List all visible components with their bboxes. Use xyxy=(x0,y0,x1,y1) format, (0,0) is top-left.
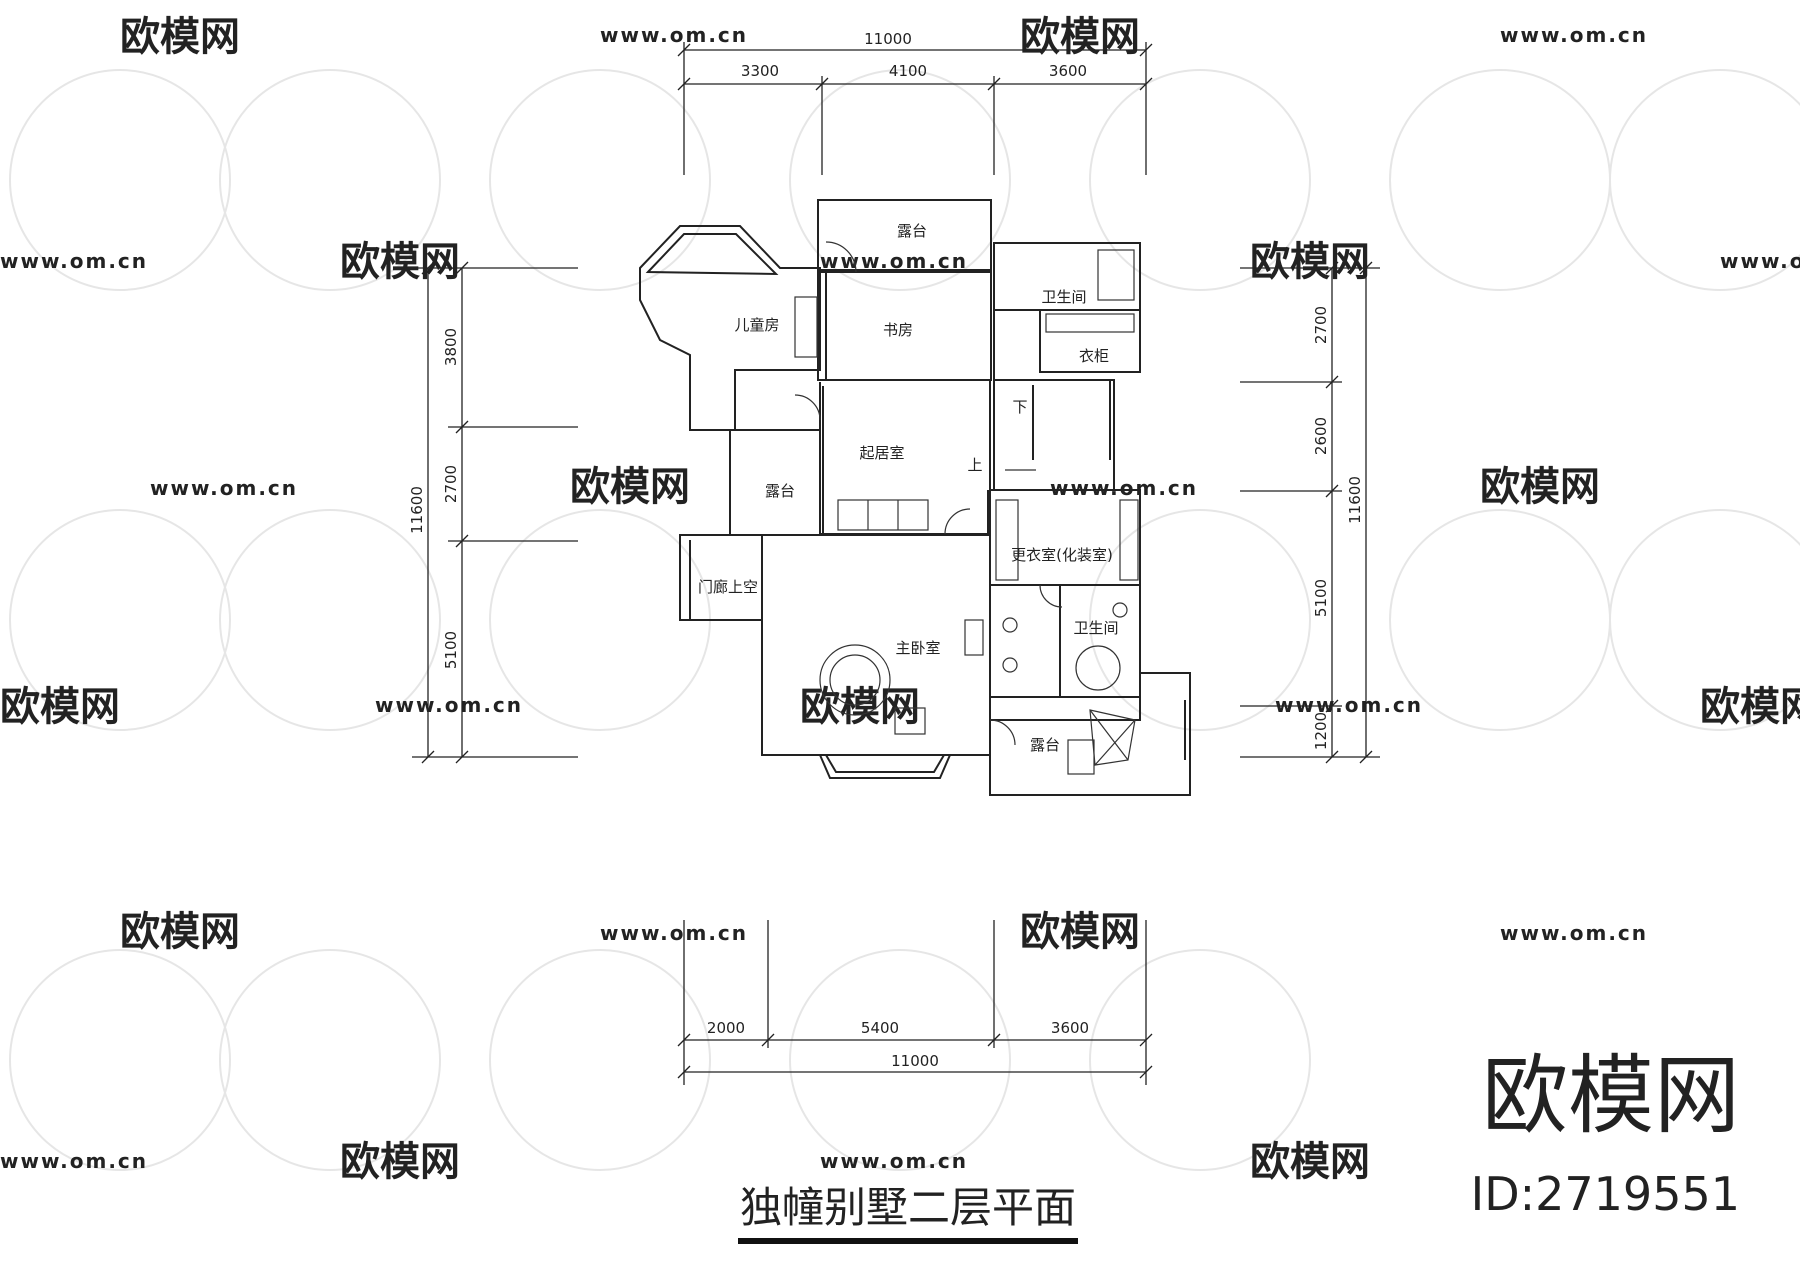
fixtures xyxy=(794,241,1139,775)
watermark-logo: 欧模网 xyxy=(1250,239,1370,285)
bathtub-icon xyxy=(1097,249,1135,301)
room-labels: 露台 书房 儿童房 卫生间 衣柜 起居室 下 上 露台 门廊上空 更衣室(化装室… xyxy=(698,222,1119,754)
watermark-logo: 欧模网 xyxy=(1480,464,1600,510)
room-label-porch-void: 门廊上空 xyxy=(698,578,758,596)
door-swing-icon xyxy=(944,508,971,535)
watermark-url: www.om.cn xyxy=(1720,249,1800,273)
stair-label-down: 下 xyxy=(1012,398,1027,416)
desk-icon xyxy=(964,619,984,656)
watermark-logo: 欧模网 xyxy=(120,14,240,60)
door-swing-icon xyxy=(989,719,1016,746)
dim-left-part: 5100 xyxy=(442,631,460,669)
closet-icon xyxy=(995,499,1019,581)
dim-top-part: 4100 xyxy=(889,62,927,80)
door-swing-icon xyxy=(1039,584,1063,608)
watermark-logo: 欧模网 xyxy=(120,909,240,955)
dim-bottom-part: 5400 xyxy=(861,1019,899,1037)
dim-top-total: 11000 xyxy=(864,30,912,48)
dim-right-part: 2600 xyxy=(1312,417,1330,455)
room-label-children-room: 儿童房 xyxy=(734,316,779,334)
watermark-url: www.om.cn xyxy=(0,1149,148,1173)
watermark-url: www.om.cn xyxy=(375,693,523,717)
dim-bottom-part: 3600 xyxy=(1051,1019,1089,1037)
watermark-url: www.om.cn xyxy=(1050,476,1198,500)
brand-id: ID:2719551 xyxy=(1471,1167,1740,1221)
dim-left-part: 2700 xyxy=(442,465,460,503)
watermark-logo: 欧模网 xyxy=(0,684,120,730)
dim-top-part: 3300 xyxy=(741,62,779,80)
room-label-study: 书房 xyxy=(883,321,913,339)
watermark-url: www.om.cn xyxy=(150,476,298,500)
dim-top-part: 3600 xyxy=(1049,62,1087,80)
dim-bottom-part: 2000 xyxy=(707,1019,745,1037)
watermark-url: www.om.cn xyxy=(1275,693,1423,717)
dimension-lines xyxy=(412,42,1380,1085)
lounge-chair-icon xyxy=(1067,739,1095,775)
dim-right-part: 2700 xyxy=(1312,306,1330,344)
title-underline xyxy=(738,1238,1078,1244)
watermark-url: www.om.cn xyxy=(820,1149,968,1173)
round-bed-icon xyxy=(819,644,891,716)
watermark-layer xyxy=(9,69,1800,1171)
dim-right-part: 1200 xyxy=(1312,712,1330,750)
room-label-living-room: 起居室 xyxy=(859,444,904,462)
watermark-logo: 欧模网 xyxy=(570,464,690,510)
stair-label-up: 上 xyxy=(967,456,982,474)
watermark-logo: 欧模网 xyxy=(1020,14,1140,60)
room-label-dressing-room: 更衣室(化装室) xyxy=(1011,546,1113,564)
watermark-logo: 欧模网 xyxy=(340,1139,460,1185)
jacuzzi-icon xyxy=(1075,645,1121,691)
watermark-logo: 欧模网 xyxy=(800,684,920,730)
basin-icon xyxy=(1002,617,1018,633)
watermark-texts: 欧模网 欧模网 欧模网 欧模网 欧模网 欧模网 欧模网 欧模网 欧模网 欧模网 … xyxy=(0,14,1800,1185)
watermark-logo: 欧模网 xyxy=(1250,1139,1370,1185)
closet-icon xyxy=(1119,499,1139,581)
room-label-terrace: 露台 xyxy=(1030,736,1060,754)
room-label-terrace: 露台 xyxy=(765,482,795,500)
drawing-title: 独幢别墅二层平面 xyxy=(740,1183,1076,1232)
watermark-logo: 欧模网 xyxy=(1020,909,1140,955)
dim-right-total: 11600 xyxy=(1346,476,1364,524)
watermark-logo: 欧模网 xyxy=(1700,684,1800,730)
room-label-bathroom: 卫生间 xyxy=(1073,619,1118,637)
watermark-url: www.om.cn xyxy=(600,921,748,945)
walls xyxy=(639,199,1191,796)
watermark-url: www.om.cn xyxy=(1500,921,1648,945)
room-label-wardrobe: 衣柜 xyxy=(1079,347,1109,365)
basin-icon xyxy=(1002,657,1018,673)
room-label-master-bedroom: 主卧室 xyxy=(895,639,940,657)
dim-left-total: 11600 xyxy=(408,486,426,534)
wardrobe-icon xyxy=(1045,313,1135,333)
watermark-url: www.om.cn xyxy=(600,23,748,47)
dim-left-part: 3800 xyxy=(442,328,460,366)
watermark-url: www.om.cn xyxy=(0,249,148,273)
door-swing-icon xyxy=(825,241,857,273)
room-label-bathroom: 卫生间 xyxy=(1041,288,1086,306)
dim-bottom-total: 11000 xyxy=(891,1052,939,1070)
watermark-logo: 欧模网 xyxy=(340,239,460,285)
toilet-icon xyxy=(1112,602,1128,618)
armchair-icon xyxy=(894,707,926,735)
door-swing-icon xyxy=(794,394,821,421)
watermark-url: www.om.cn xyxy=(1500,23,1648,47)
brand-name: 欧模网 xyxy=(1482,1046,1740,1146)
dimension-labels: 11000 3300 4100 3600 2000 5400 3600 1100… xyxy=(408,30,1364,1070)
bed-icon xyxy=(794,296,818,358)
room-label-terrace: 露台 xyxy=(897,222,927,240)
dim-right-part: 5100 xyxy=(1312,579,1330,617)
sofa-icon xyxy=(837,499,929,531)
